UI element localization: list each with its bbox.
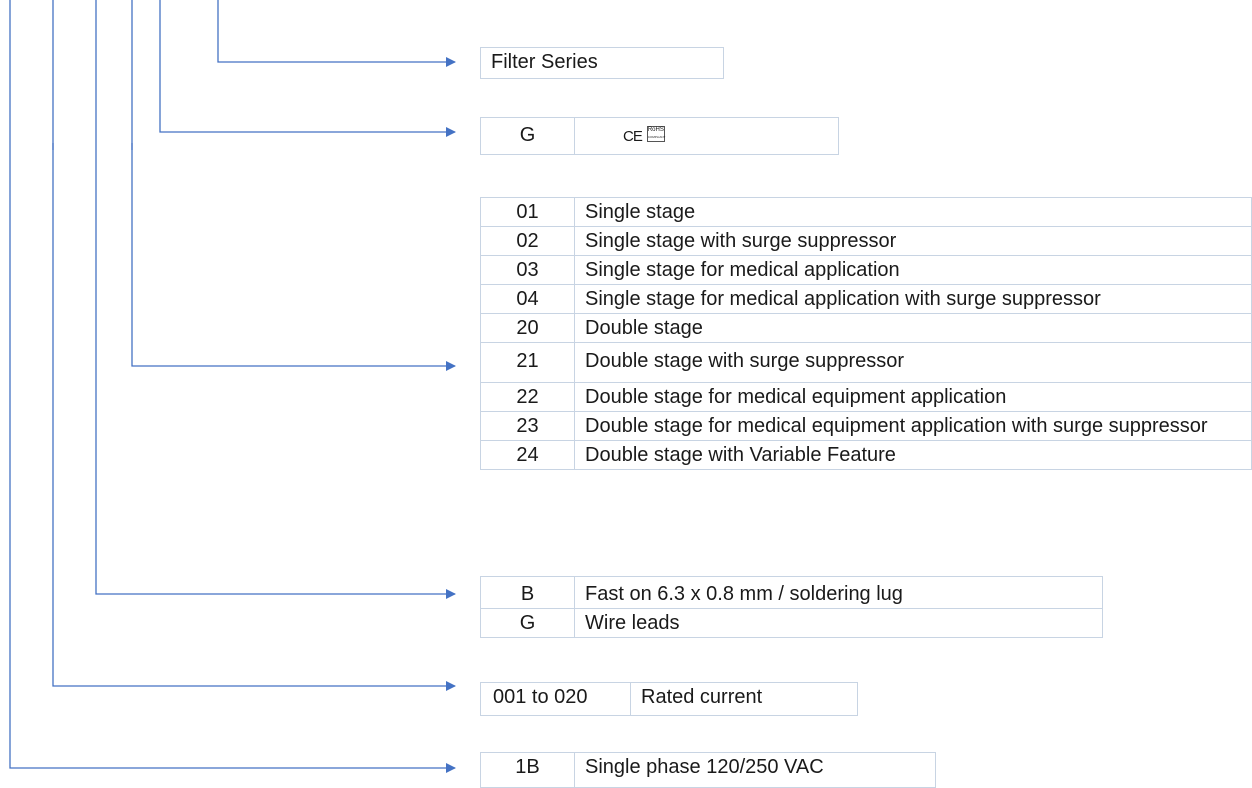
description-cell: Double stage bbox=[574, 313, 1252, 343]
code-cell: 01 bbox=[480, 197, 575, 227]
description-cell: Wire leads bbox=[574, 608, 1103, 638]
code-cell: 21 bbox=[480, 342, 575, 383]
filter-series-label: Filter Series bbox=[480, 47, 724, 79]
code-cell: 03 bbox=[480, 255, 575, 285]
code-cell: 20 bbox=[480, 313, 575, 343]
description-cell: Single stage with surge suppressor bbox=[574, 226, 1252, 256]
connector-phase bbox=[9, 175, 456, 773]
phase-code: 1B bbox=[480, 752, 575, 788]
code-cell: 04 bbox=[480, 284, 575, 314]
current-code: 001 to 020 bbox=[480, 682, 631, 716]
connector-filter-series bbox=[217, 0, 456, 67]
code-cell: 23 bbox=[480, 411, 575, 441]
description-cell: Double stage with surge suppressor bbox=[574, 342, 1252, 383]
code-cell: 24 bbox=[480, 440, 575, 470]
connector-current bbox=[52, 172, 456, 691]
description-cell: Double stage with Variable Feature bbox=[574, 440, 1252, 470]
description-cell: Single stage bbox=[574, 197, 1252, 227]
connector-terminal bbox=[95, 170, 456, 599]
code-cell: 02 bbox=[480, 226, 575, 256]
description-cell: Single stage for medical application wit… bbox=[574, 284, 1252, 314]
description-cell: Fast on 6.3 x 0.8 mm / soldering lug bbox=[574, 576, 1103, 609]
connector-approval bbox=[159, 0, 456, 137]
description-cell: Double stage for medical equipment appli… bbox=[574, 382, 1252, 412]
connector-stage bbox=[131, 172, 456, 371]
filter-series-box: Filter Series bbox=[480, 47, 724, 79]
current-desc: Rated current bbox=[630, 682, 858, 716]
code-cell: G bbox=[480, 608, 575, 638]
description-cell: Double stage for medical equipment appli… bbox=[574, 411, 1252, 441]
approval-code: G bbox=[480, 117, 575, 155]
ce-mark-icon: CE bbox=[623, 128, 643, 145]
code-cell: B bbox=[480, 576, 575, 609]
code-cell: 22 bbox=[480, 382, 575, 412]
description-cell: Single stage for medical application bbox=[574, 255, 1252, 285]
phase-desc: Single phase 120/250 VAC bbox=[574, 752, 936, 788]
